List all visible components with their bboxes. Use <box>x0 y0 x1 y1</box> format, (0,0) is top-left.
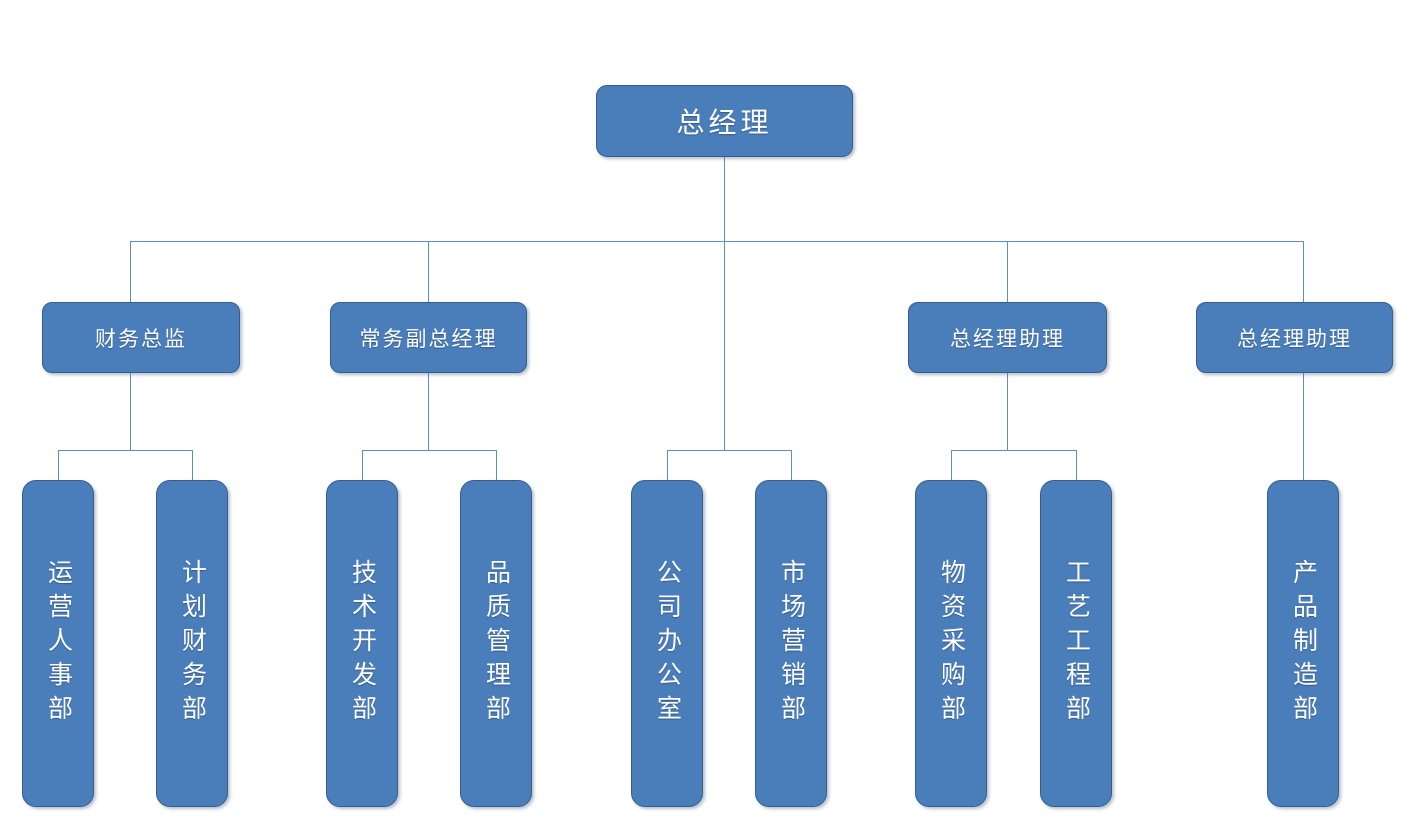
connector-drop-ops-hr <box>58 450 59 480</box>
connector-drop-assistant1 <box>1007 241 1008 302</box>
node-planning-finance-dept[interactable]: 计划财务部 <box>156 480 228 807</box>
node-label: 工艺工程部 <box>1062 558 1090 729</box>
node-gm-assistant-2[interactable]: 总经理助理 <box>1196 302 1393 373</box>
connector-drop-process-eng <box>1076 450 1077 480</box>
node-marketing-dept[interactable]: 市场营销部 <box>755 480 827 807</box>
connector-drop-quality <box>496 450 497 480</box>
node-gm-assistant-1[interactable]: 总经理助理 <box>908 302 1107 373</box>
node-label: 常务副总经理 <box>359 326 498 351</box>
node-company-office[interactable]: 公司办公室 <box>631 480 703 807</box>
node-quality-management-dept[interactable]: 品质管理部 <box>460 480 532 807</box>
connector-stem-assistant1 <box>1007 373 1008 450</box>
connector-stem-evp <box>428 373 429 450</box>
node-cfo[interactable]: 财务总监 <box>42 302 240 373</box>
node-label: 总经理 <box>676 108 773 139</box>
connector-bus-root-direct <box>667 450 791 451</box>
node-label: 公司办公室 <box>653 558 681 729</box>
node-process-engineering-dept[interactable]: 工艺工程部 <box>1040 480 1112 807</box>
connector-drop-cfo <box>130 241 131 302</box>
connector-main-bus <box>130 241 1304 242</box>
connector-bus-evp <box>362 450 496 451</box>
connector-drop-assistant2 <box>1303 241 1304 302</box>
connector-stem-cfo <box>130 373 131 450</box>
node-label: 品质管理部 <box>482 558 510 729</box>
connector-drop-plan-finance <box>192 450 193 480</box>
node-procurement-dept[interactable]: 物资采购部 <box>915 480 987 807</box>
node-technology-development-dept[interactable]: 技术开发部 <box>326 480 398 807</box>
node-operations-hr-dept[interactable]: 运营人事部 <box>22 480 94 807</box>
node-general-manager[interactable]: 总经理 <box>596 85 853 157</box>
node-label: 总经理助理 <box>950 326 1065 351</box>
node-manufacturing-dept[interactable]: 产品制造部 <box>1267 480 1339 807</box>
node-label: 总经理助理 <box>1237 326 1352 351</box>
node-label: 财务总监 <box>95 326 187 351</box>
connector-drop-evp <box>428 241 429 302</box>
connector-drop-procurement <box>951 450 952 480</box>
connector-drop-marketing <box>791 450 792 480</box>
connector-root-stem <box>724 157 725 450</box>
node-label: 物资采购部 <box>937 558 965 729</box>
node-label: 运营人事部 <box>44 558 72 729</box>
node-label: 技术开发部 <box>348 558 376 729</box>
node-label: 产品制造部 <box>1289 558 1317 729</box>
connector-bus-cfo <box>58 450 192 451</box>
node-executive-vp[interactable]: 常务副总经理 <box>330 302 527 373</box>
connector-drop-tech-dev <box>362 450 363 480</box>
node-label: 市场营销部 <box>777 558 805 729</box>
connector-bus-assistant1 <box>951 450 1076 451</box>
connector-drop-office <box>667 450 668 480</box>
connector-stem-assistant2 <box>1303 373 1304 480</box>
node-label: 计划财务部 <box>178 558 206 729</box>
